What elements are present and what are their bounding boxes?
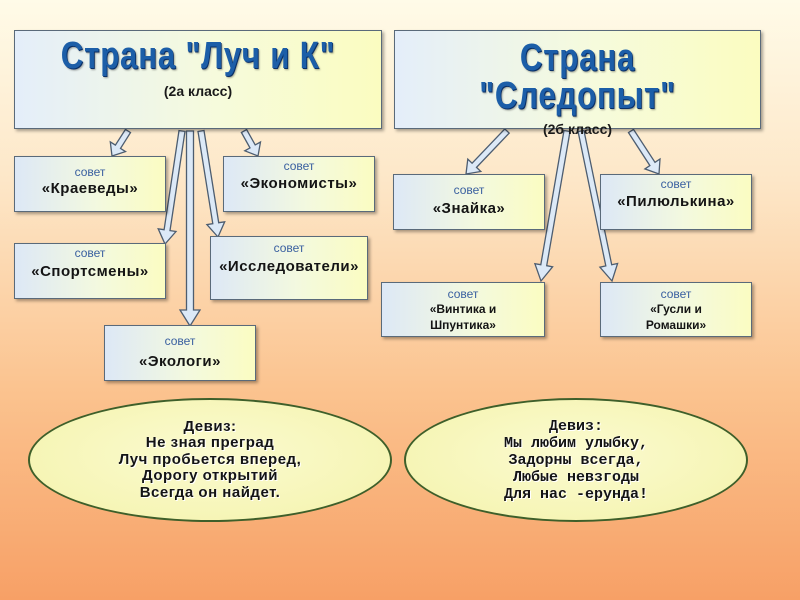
motto-line: Всегда он найдет. — [139, 483, 281, 501]
council-ekologi: совет «Экологи» — [104, 325, 256, 381]
country-luch-title: Страна "Луч и К" — [60, 35, 336, 77]
council-vintik-shpuntik: совет «Винтика и Шпунтика» — [381, 282, 545, 337]
council-pilyulkina: совет «Пилюлькина» — [600, 174, 752, 230]
council-name: «Экологи» — [139, 353, 221, 370]
motto-line: Луч пробьется вперед, — [118, 450, 302, 468]
council-name: «Пилюлькина» — [617, 193, 735, 210]
motto-ellipse-luch: Девиз: Не зная преград Луч пробьется впе… — [28, 398, 392, 522]
council-sportsmeny: совет «Спортсмены» — [14, 243, 166, 299]
council-kind-label: совет — [660, 177, 692, 191]
motto-heading: Девиз: — [548, 417, 603, 435]
council-kind-label: совет — [447, 287, 479, 301]
council-kind-label: совет — [273, 241, 305, 255]
arrow-to-znaika — [465, 127, 511, 175]
country-sledopyt-class: (2б класс) — [542, 121, 613, 137]
council-name: «Исследователи» — [219, 258, 359, 275]
council-kind-label: совет — [164, 334, 196, 348]
country-luch-class: (2а класс) — [163, 83, 233, 99]
motto-ellipse-sledopyt: Девиз: Мы любим улыбку, Задорны всегда, … — [404, 398, 748, 522]
arrow-to-kraevedy — [109, 128, 132, 157]
council-kind-label: совет — [74, 246, 106, 260]
motto-line: Задорны всегда, — [508, 451, 644, 469]
arrow-to-sportsmeny — [157, 129, 186, 246]
council-name: «Экономисты» — [240, 175, 358, 192]
arrow-to-ekonomisty — [240, 128, 262, 157]
country-sledopyt-title: Страна "Следопыт" — [479, 37, 676, 117]
arrow-to-gusli — [577, 129, 619, 283]
council-name: «Знайка» — [432, 200, 506, 217]
council-kind-label: совет — [660, 287, 692, 301]
motto-heading: Девиз: — [183, 417, 237, 435]
arrow-to-issledovateli — [197, 129, 226, 239]
council-znaika: совет «Знайка» — [393, 174, 545, 230]
council-gusli-romashki: совет «Гусли и Ромашки» — [600, 282, 752, 337]
motto-line: Для нас -ерунда! — [503, 485, 649, 503]
council-name: «Винтика и Шпунтика» — [429, 302, 497, 332]
council-kind-label: совет — [453, 183, 485, 197]
council-kind-label: совет — [74, 165, 106, 179]
motto-line: Мы любим улыбку, — [503, 434, 649, 452]
motto-line: Не зная преград — [145, 434, 275, 452]
council-ekonomisty: совет «Экономисты» — [223, 156, 375, 212]
arrow-to-vintik — [533, 129, 571, 283]
arrow-to-ekologi — [178, 130, 202, 328]
country-sledopyt-box: Страна "Следопыт" (2б класс) — [394, 30, 761, 137]
council-kind-label: совет — [283, 159, 315, 173]
council-issledovateli: совет «Исследователи» — [210, 236, 368, 300]
arrow-to-pilyulkina — [627, 128, 661, 175]
country-luch-box: Страна "Луч и К" (2а класс) — [14, 30, 382, 129]
motto-text-luch: Девиз: Не зная преград Луч пробьется впе… — [118, 417, 302, 502]
council-name: «Гусли и Ромашки» — [645, 302, 707, 332]
council-kraevedy: совет «Краеведы» — [14, 156, 166, 212]
motto-text-sledopyt: Девиз: Мы любим улыбку, Задорны всегда, … — [504, 418, 648, 503]
council-name: «Краеведы» — [41, 180, 139, 197]
council-name: «Спортсмены» — [31, 263, 149, 280]
motto-line: Дорогу открытий — [141, 467, 279, 485]
motto-line: Любые невзгоды — [512, 468, 640, 486]
